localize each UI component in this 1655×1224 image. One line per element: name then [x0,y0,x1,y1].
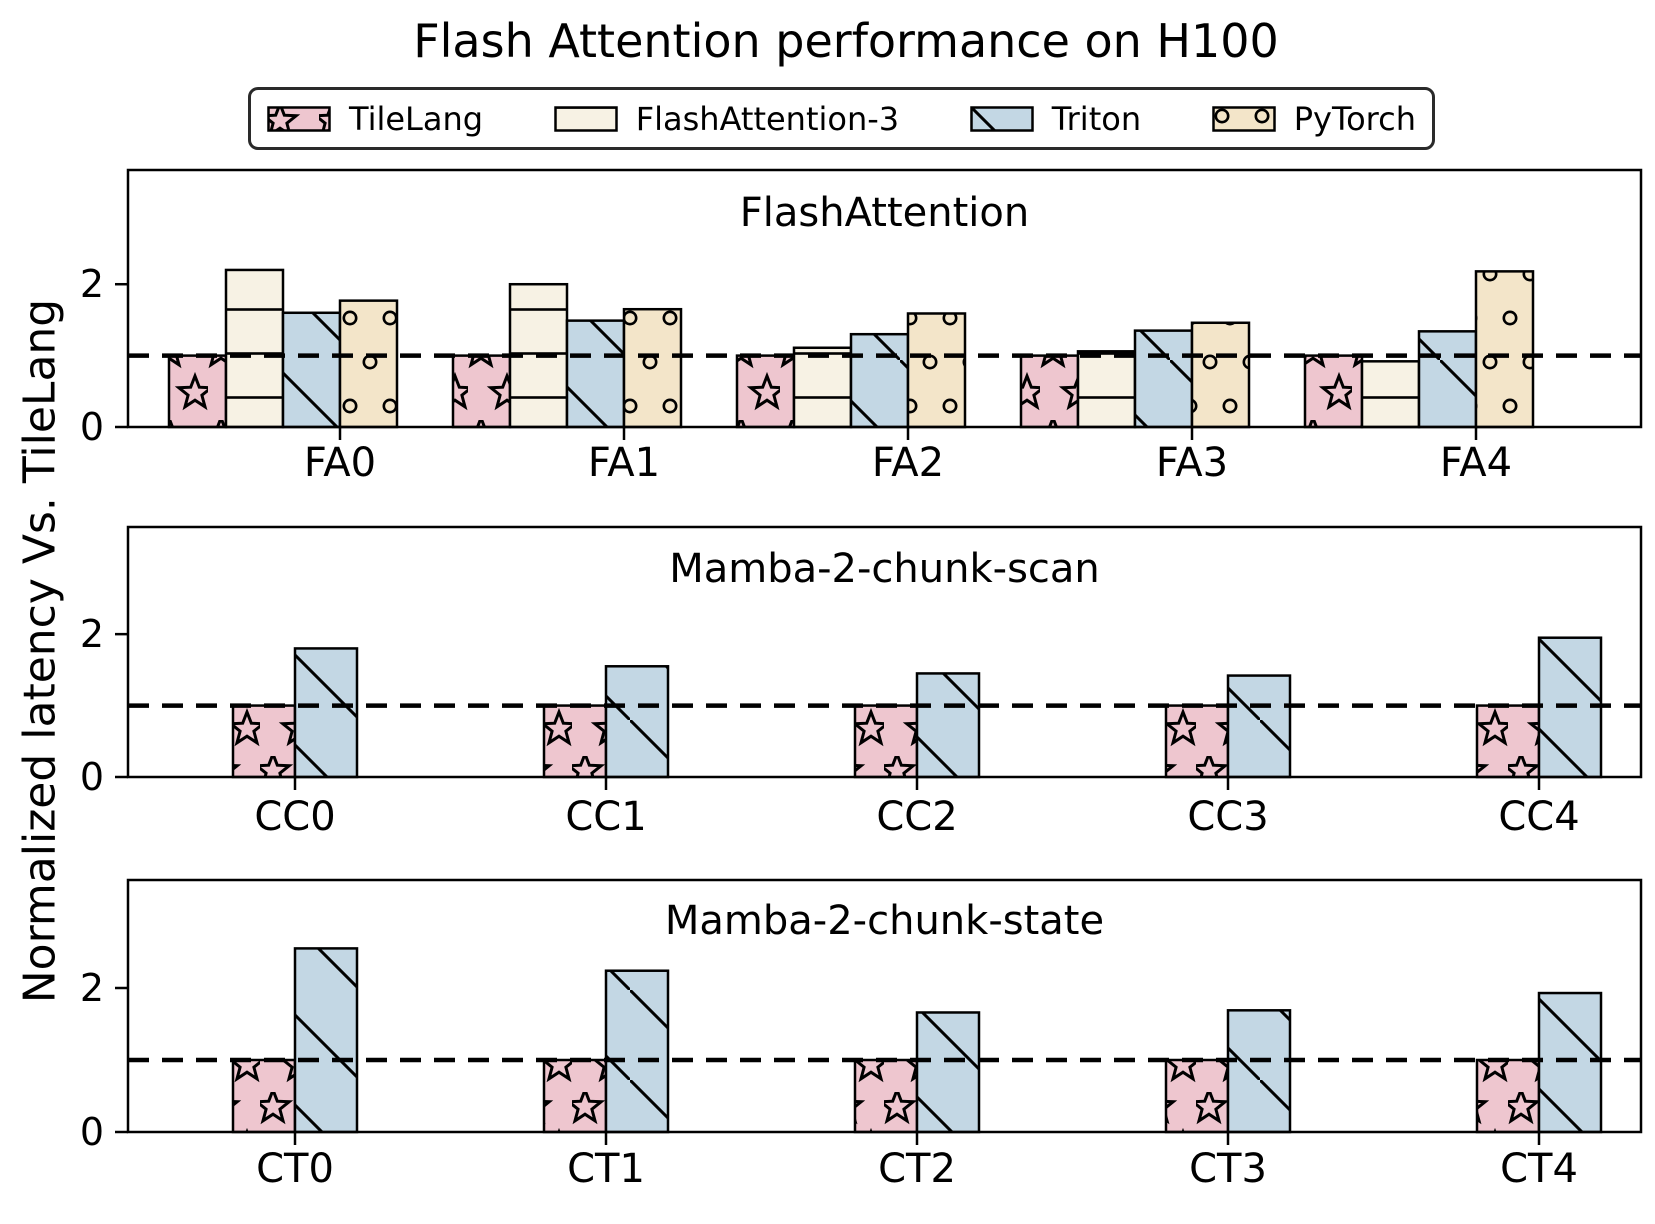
bar-FA3-PyTorch [1190,321,1251,429]
bar-FA3-FlashAttention-3 [1076,350,1137,429]
legend-item-pytorch: PyTorch [1211,99,1416,138]
x-category-label: CC0 [254,794,335,840]
bar-FA2-Triton [849,332,910,429]
bar-FA2-PyTorch [906,312,967,429]
legend-label-tilelang: TileLang [349,99,484,138]
bar-CC2-Triton [915,672,981,779]
subplot-title: Mamba-2-chunk-state [665,898,1104,944]
bar-FA1-Triton [565,319,626,429]
bar-CT3-Triton [1226,1009,1292,1134]
y-tick-label: 0 [80,1110,104,1154]
bar-FA4-PyTorch [1474,270,1535,429]
bar-CT2-Triton [915,1011,981,1134]
bar-FA0-FlashAttention-3 [224,268,285,429]
axes-box [126,168,1643,429]
y-tick-label: 0 [80,405,104,449]
bar-CT0-Triton [293,947,359,1134]
bar-CT0-TileLang [231,1058,297,1134]
bar-CT4-Triton [1537,991,1603,1134]
bar-FA2-FlashAttention-3 [792,346,853,429]
bar-FA4-FlashAttention-3 [1360,360,1421,429]
bar-CC1-TileLang [542,704,608,779]
bar-CC2-TileLang [853,704,919,779]
bar-FA0-TileLang [167,354,228,429]
x-category-label: CT2 [878,1146,956,1192]
bar-CT2-TileLang [853,1058,919,1134]
bar-CC0-Triton [293,647,359,779]
bar-CT4-TileLang [1475,1058,1541,1134]
legend-swatch-triton [970,105,1034,132]
x-category-label: CT0 [256,1146,334,1192]
bar-CC3-TileLang [1164,704,1230,779]
legend-label-flashattention-3: FlashAttention-3 [635,99,900,138]
bar-CC0-TileLang [231,704,297,779]
legend-label-triton: Triton [1051,99,1142,138]
x-category-label: FA4 [1440,440,1512,486]
x-category-label: FA2 [872,440,944,486]
bar-FA3-Triton [1133,329,1194,429]
x-category-label: FA0 [304,440,376,486]
bar-FA3-TileLang [1019,354,1080,429]
x-category-label: CC1 [565,794,646,840]
legend-swatch-tilelang [267,105,331,132]
subplot-title: Mamba-2-chunk-scan [669,546,1100,592]
bar-FA2-TileLang [735,354,796,429]
y-tick-label: 0 [80,755,104,799]
x-category-label: CC2 [876,794,957,840]
bar-FA0-PyTorch [338,299,399,429]
bar-FA0-Triton [281,311,342,429]
axes-box [126,525,1643,779]
bar-FA1-TileLang [451,354,512,429]
x-category-label: CT3 [1189,1146,1267,1192]
bar-CC3-Triton [1226,674,1292,779]
bar-CT1-TileLang [542,1058,608,1134]
y-tick-label: 2 [80,612,104,656]
bar-CT1-Triton [604,969,670,1134]
x-category-label: CT4 [1500,1146,1578,1192]
bar-CT3-TileLang [1164,1058,1230,1134]
legend-item-flashattention-3: FlashAttention-3 [553,99,900,138]
x-category-label: FA1 [588,440,660,486]
page-title: Flash Attention performance on H100 [413,14,1279,68]
x-category-label: CT1 [567,1146,645,1192]
axes-box [126,878,1643,1134]
legend-swatch-pytorch [1211,105,1276,132]
bar-FA4-Triton [1417,330,1478,429]
x-category-label: CC3 [1187,794,1268,840]
legend-label-pytorch: PyTorch [1293,99,1416,138]
x-category-label: CC4 [1498,794,1579,840]
legend-swatch-flashattention-3 [553,105,618,132]
legend-item-triton: Triton [970,103,1141,135]
bar-FA1-PyTorch [622,307,683,429]
subplot-title: FlashAttention [740,190,1029,236]
bar-CC4-TileLang [1475,704,1541,779]
y-tick-label: 2 [80,262,104,306]
legend-item-tilelang: TileLang [267,103,483,135]
legend: TileLang FlashAttention-3 Triton PyTorch [248,87,1435,150]
bar-FA4-TileLang [1303,354,1364,429]
bar-CC1-Triton [604,665,670,779]
x-category-label: FA3 [1156,440,1228,486]
y-tick-label: 2 [80,966,104,1010]
